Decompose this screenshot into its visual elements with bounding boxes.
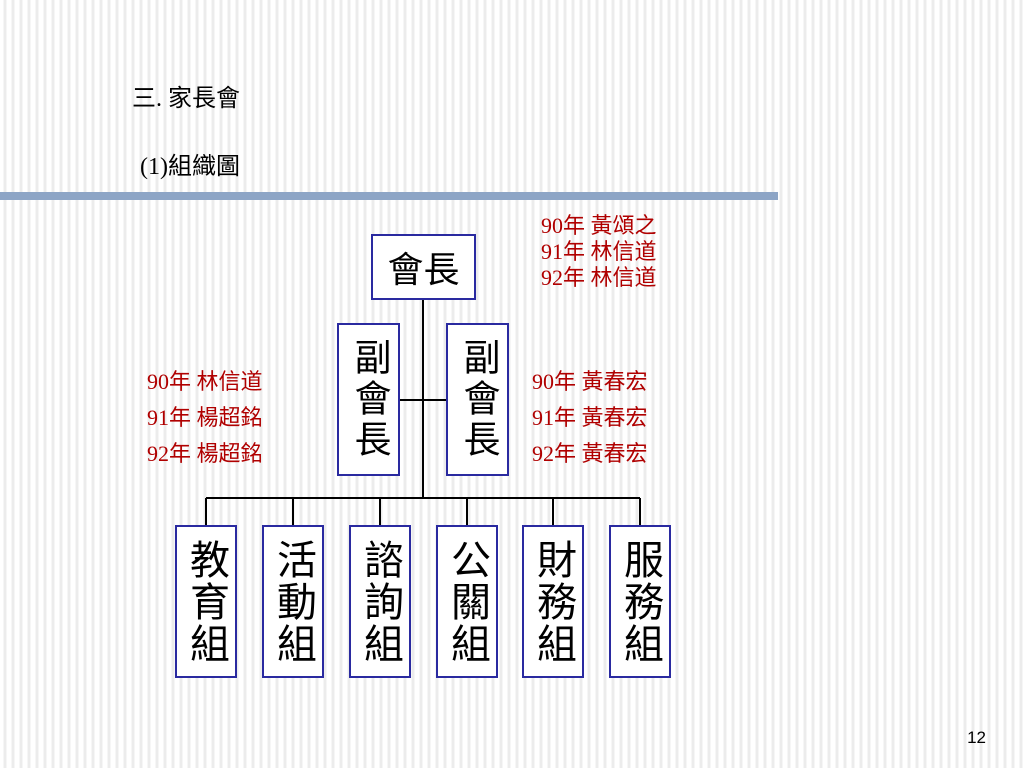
group-title: 教育組 [184,538,229,665]
vice-president-term: 91年 黃春宏 [532,405,648,430]
slide-subheading: (1)組織圖 [140,154,240,180]
page-number: 12 [967,728,986,747]
vice-president-term: 90年 林信道 [147,369,263,394]
group-title: 服務組 [618,538,663,665]
vice-president-term: 90年 黃春宏 [532,369,648,394]
group-title: 公關組 [445,538,490,665]
president-box: 會長 [371,234,476,300]
vice-president-title: 副會長 [457,338,498,461]
vice-president-term: 92年 楊超銘 [147,441,263,466]
vice-president-box-left: 副會長 [337,323,400,476]
vice-president-term: 91年 楊超銘 [147,405,263,430]
group-box-finance: 財務組 [522,525,584,678]
vice-president-right-terms: 90年 黃春宏 91年 黃春宏 92年 黃春宏 [532,371,648,479]
group-box-consulting: 諮詢組 [349,525,411,678]
vice-president-term: 92年 黃春宏 [532,441,648,466]
president-term: 92年 林信道 [541,265,657,290]
title-divider [0,192,778,200]
group-box-activities: 活動組 [262,525,324,678]
group-box-public-relations: 公關組 [436,525,498,678]
slide-heading: 三. 家長會 [132,86,240,112]
president-term: 91年 林信道 [541,239,657,264]
vice-president-title: 副會長 [348,338,389,461]
vice-president-left-terms: 90年 林信道 91年 楊超銘 92年 楊超銘 [147,371,263,479]
group-box-service: 服務組 [609,525,671,678]
president-title: 會長 [387,250,460,290]
group-title: 活動組 [271,538,316,665]
group-title: 財務組 [531,538,576,665]
president-term: 90年 黃頌之 [541,213,657,238]
vice-president-box-right: 副會長 [446,323,509,476]
president-terms: 90年 黃頌之 91年 林信道 92年 林信道 [541,215,657,293]
group-box-education: 教育組 [175,525,237,678]
group-title: 諮詢組 [358,538,403,665]
